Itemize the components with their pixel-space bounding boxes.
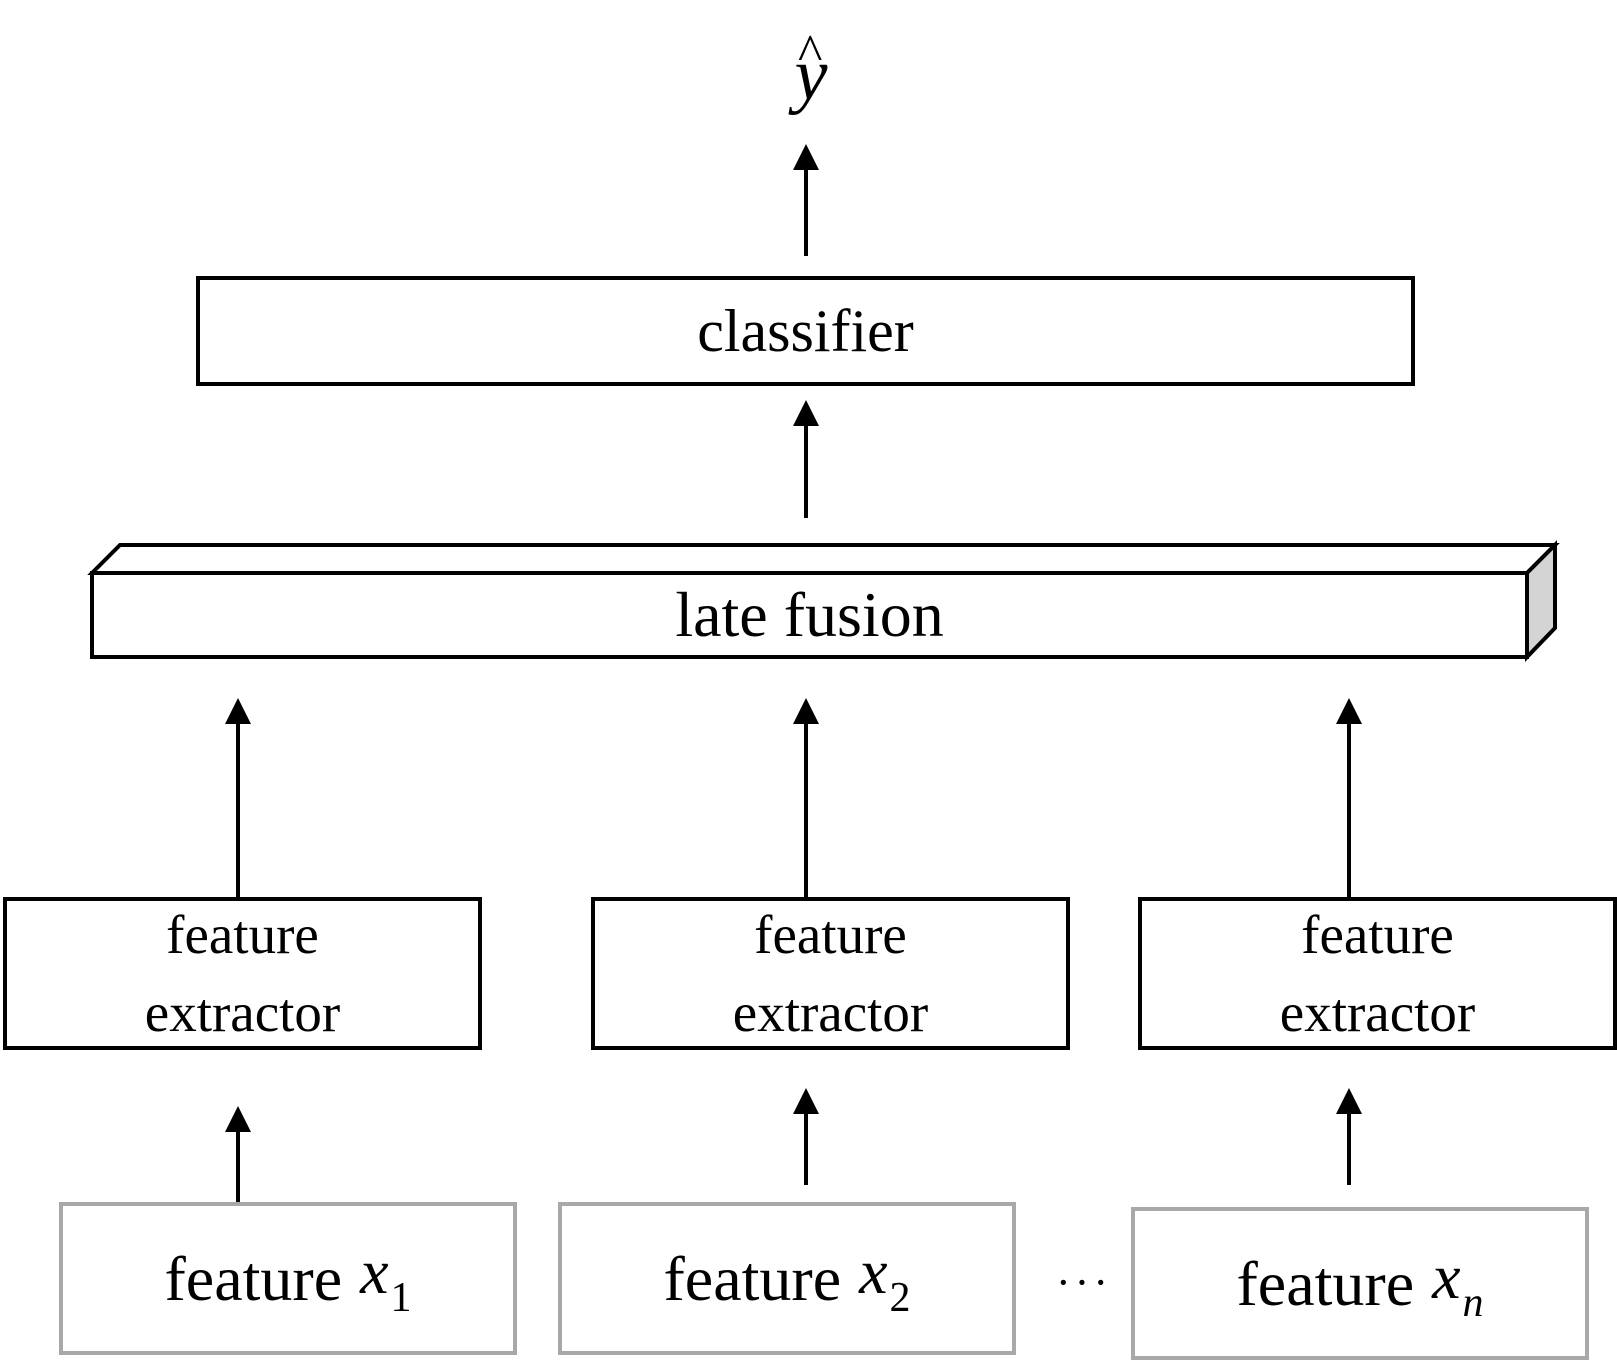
output-symbol: y	[794, 33, 828, 116]
hat-symbol: ^	[798, 25, 823, 82]
arrowhead-output	[793, 144, 819, 170]
arrowhead-extractor-2	[793, 1088, 819, 1114]
feature-extractor-2: feature extractor	[591, 897, 1070, 1050]
input-var-symbol: x	[859, 1236, 888, 1307]
arrowhead-fusion-3	[1336, 698, 1362, 724]
arrowhead-extractor-1	[225, 1106, 251, 1132]
input-word: feature	[1236, 1247, 1415, 1319]
input-feature-1: feature x1	[59, 1202, 517, 1355]
feature-extractor-3: feature extractor	[1138, 897, 1617, 1050]
extractor-label-line2: extractor	[1279, 981, 1476, 1043]
arrowhead-classifier	[793, 400, 819, 426]
feature-extractor-1: feature extractor	[3, 897, 482, 1050]
late-fusion-bar	[87, 540, 1560, 662]
classifier-label: classifier	[697, 297, 914, 364]
extractor-label-line2: extractor	[144, 981, 341, 1043]
extractor-label-line1: feature	[1301, 903, 1454, 965]
arrowhead-fusion-2	[793, 698, 819, 724]
input-word: feature	[663, 1242, 842, 1314]
arrowhead-fusion-1	[225, 698, 251, 724]
input-variable: x1	[360, 1235, 411, 1322]
input-var-subscript: n	[1462, 1280, 1484, 1326]
input-feature-n: feature xn	[1131, 1207, 1589, 1360]
late-fusion-label: late fusion	[675, 579, 944, 650]
input-var-subscript: 1	[390, 1275, 412, 1321]
input-feature-2: feature x2	[558, 1202, 1016, 1355]
extractor-label-line1: feature	[166, 903, 319, 965]
classifier-box: classifier	[196, 276, 1415, 386]
output-label: ^ y	[776, 25, 846, 120]
extractor-label-line2: extractor	[732, 981, 929, 1043]
ellipsis: ···	[1056, 1257, 1112, 1307]
late-fusion-label-wrap: late fusion	[92, 573, 1527, 657]
extractor-label-line1: feature	[754, 903, 907, 965]
input-variable: x2	[859, 1235, 910, 1322]
input-var-symbol: x	[1432, 1241, 1461, 1312]
input-var-symbol: x	[360, 1236, 389, 1307]
input-word: feature	[164, 1242, 343, 1314]
arrowhead-extractor-3	[1336, 1088, 1362, 1114]
input-variable: xn	[1432, 1240, 1483, 1327]
input-var-subscript: 2	[889, 1275, 911, 1321]
